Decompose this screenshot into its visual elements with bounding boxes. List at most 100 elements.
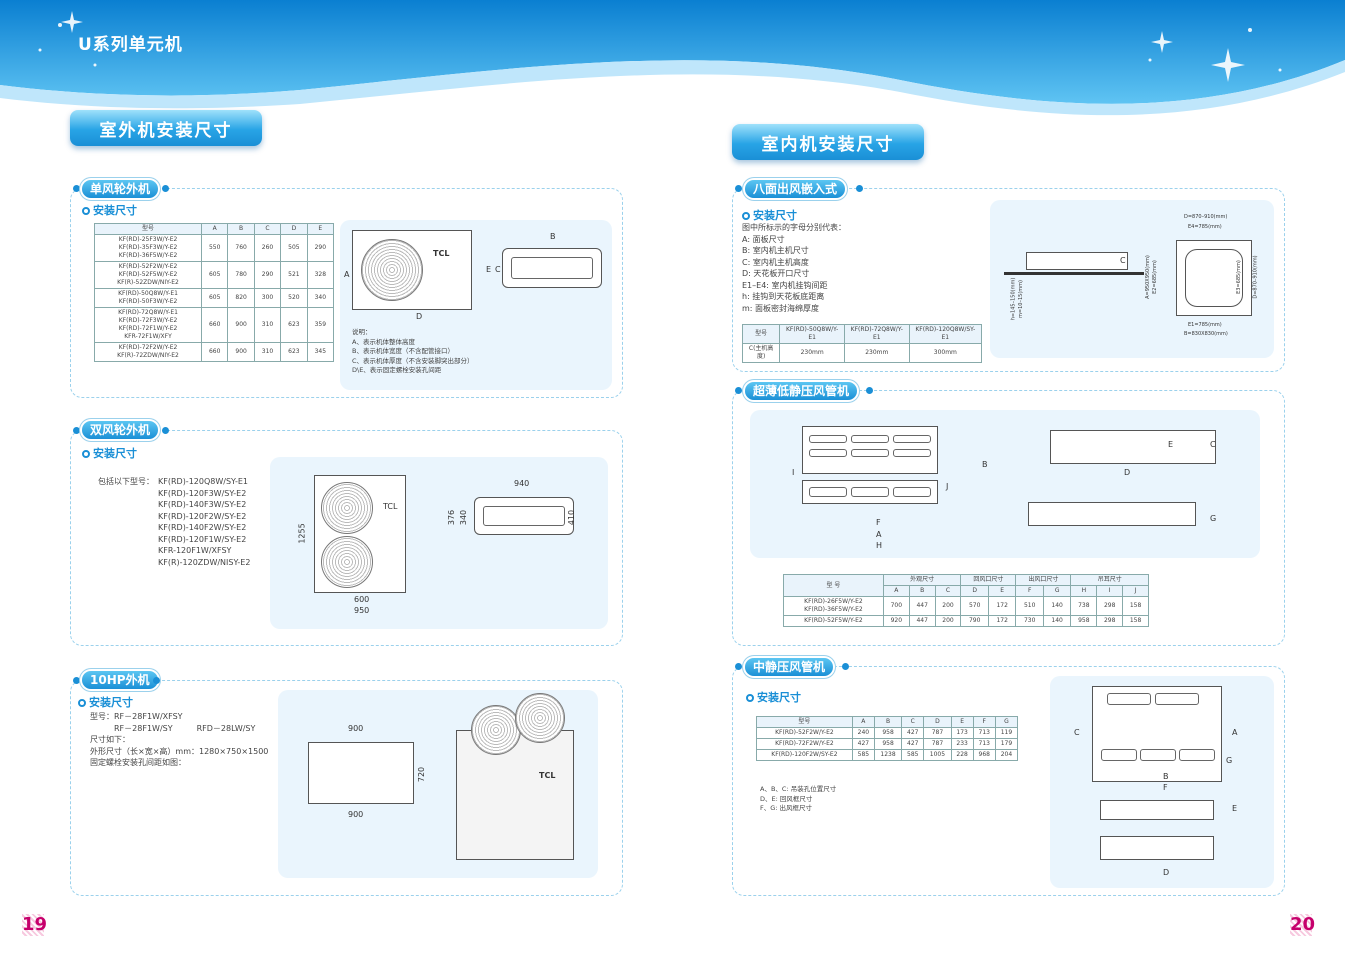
value-cell: 158 xyxy=(1122,615,1149,627)
spec-line: RF－28F1W/SY RFD－28LW/SY xyxy=(90,723,256,733)
column-header: KF(RD)-72Q8W/Y-E1 xyxy=(843,324,910,344)
dim-c: C xyxy=(1074,728,1080,737)
model-name: KF(RD)-36F5W/Y-E2 xyxy=(118,252,178,259)
value-cell: 204 xyxy=(994,749,1019,761)
column-header: F xyxy=(972,716,996,728)
column-header: 型号 xyxy=(741,324,781,344)
model-name: KF(RD)-35F3W/Y-E2 xyxy=(118,244,178,251)
value-cell: 510 xyxy=(1015,596,1044,616)
brand-logo: TCL xyxy=(539,771,556,780)
dim-i: I xyxy=(792,468,795,477)
value-cell: 173 xyxy=(950,727,974,739)
column-header: G xyxy=(1042,585,1072,597)
double-fan-panel xyxy=(70,430,623,646)
tab-dot xyxy=(856,185,863,192)
value-cell: 233 xyxy=(950,738,974,750)
column-header: 型号 xyxy=(93,223,203,235)
mid-duct-side-1 xyxy=(1100,800,1214,820)
brand-logo: TCL xyxy=(383,502,398,511)
indoor-section-banner: 室内机安装尺寸 xyxy=(732,124,924,160)
grille-slot xyxy=(1179,749,1215,761)
dim-top: 900 xyxy=(348,724,364,733)
legend-line: E1–E4: 室内机挂钩间距 xyxy=(742,280,828,290)
model-name: KF(RD)-52F2W/Y-E2 xyxy=(118,263,178,270)
page-number-right: 20 xyxy=(1290,914,1316,936)
subhead-label: 安装尺寸 xyxy=(89,696,133,709)
tab-dot xyxy=(73,427,80,434)
value-cell: 623 xyxy=(280,307,308,343)
dim-a: A xyxy=(1232,728,1238,737)
model-name: KF(RD)-50Q8W/Y-E1 xyxy=(118,290,178,297)
tab-dot xyxy=(735,185,742,192)
value-cell: 505 xyxy=(280,234,308,262)
mid-duct-side-2 xyxy=(1100,836,1214,860)
grille-slot xyxy=(1140,749,1176,761)
column-header: A xyxy=(201,223,229,235)
value-cell: 230mm xyxy=(779,343,845,363)
outdoor-unit-top xyxy=(474,497,574,535)
cassette-panel xyxy=(732,188,1285,372)
dim-bottom: 900 xyxy=(348,810,364,819)
slim-duct-figure: F A H B I J D E C G xyxy=(750,410,1260,558)
bullet-icon xyxy=(746,694,754,702)
column-header: C xyxy=(253,223,282,235)
dim-h: h=145–150(mm) xyxy=(1010,277,1017,321)
dim-e1: E1=785(mm) xyxy=(1188,322,1222,328)
legend-line: C: 室内机主机高度 xyxy=(742,257,809,267)
value-cell: 328 xyxy=(306,261,335,289)
fan-icon xyxy=(321,536,373,588)
dim-depth-1: 376 xyxy=(447,509,457,526)
value-cell: 427 xyxy=(851,738,875,750)
value-cell: 158 xyxy=(1122,596,1149,616)
dim-depth-3: 410 xyxy=(567,509,577,526)
value-cell: 340 xyxy=(306,288,335,308)
tab-dot xyxy=(73,677,80,684)
value-cell: 787 xyxy=(923,727,952,739)
value-cell: 290 xyxy=(253,261,282,289)
grille-slot xyxy=(851,435,889,443)
value-cell: 447 xyxy=(908,615,936,627)
value-cell: 605 xyxy=(201,288,229,308)
grille-slot xyxy=(1155,693,1199,705)
value-cell: 427 xyxy=(901,738,925,750)
brand-logo: TCL xyxy=(433,249,450,258)
legend-line: h: 挂钩到天花板底距离 xyxy=(742,292,825,301)
value-cell: 713 xyxy=(972,738,996,750)
grille-slot xyxy=(851,449,889,457)
dim-g: G xyxy=(1210,514,1217,523)
model-cell: KF(RD)-72F2W/Y-E2 xyxy=(756,738,853,750)
cassette-figure: C h=145–150(mm) m=10–15(mm) D=870–910(mm… xyxy=(990,200,1274,358)
value-cell: 660 xyxy=(201,342,229,362)
dim-h: H xyxy=(876,541,883,550)
model-cell: KF(RD)-52F2W/Y-E2 xyxy=(756,727,853,739)
value-cell: 958 xyxy=(873,727,903,739)
double-fan-tab: 双风轮外机 xyxy=(82,421,159,439)
outdoor-unit-top xyxy=(502,248,602,288)
value-cell: 920 xyxy=(882,615,910,627)
grille-slot xyxy=(893,435,931,443)
series-title: U系列单元机 xyxy=(78,35,183,55)
value-cell: 427 xyxy=(901,727,925,739)
tenhp-tab: 10HP外机 xyxy=(82,671,158,689)
dim-d-side: D=870–910(mm) xyxy=(1252,255,1259,299)
value-cell: 140 xyxy=(1042,615,1072,627)
subhead-label: 安装尺寸 xyxy=(753,209,797,222)
fan-icon xyxy=(471,705,521,755)
mid-duct-figure: C A G B F E D xyxy=(1050,676,1274,888)
dim-e: E xyxy=(486,265,492,274)
note-line: A、B、C: 吊装孔位置尺寸 xyxy=(760,785,837,793)
value-cell: 1005 xyxy=(923,749,952,761)
column-header: H xyxy=(1070,585,1098,597)
